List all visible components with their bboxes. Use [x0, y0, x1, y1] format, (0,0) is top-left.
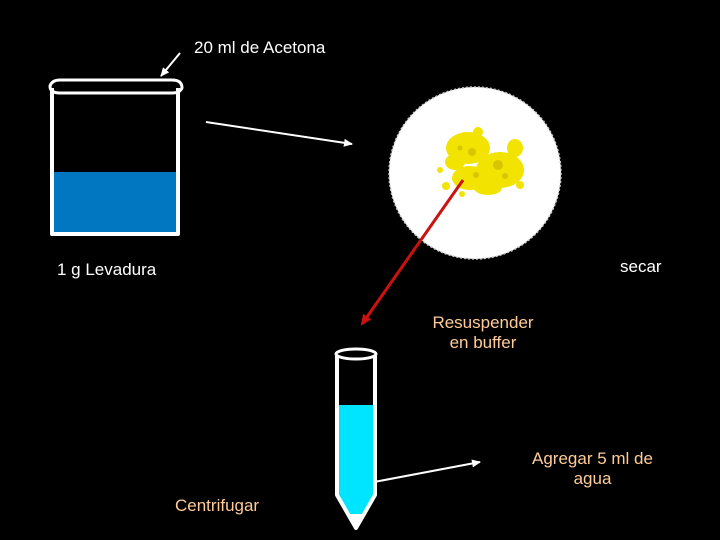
yeast-label: 1 g Levadura [57, 260, 157, 279]
acetone-label: 20 ml de Acetona [194, 38, 326, 57]
tube-rim [334, 347, 378, 361]
tube-liquid [337, 405, 375, 528]
beaker-outline [50, 88, 180, 236]
tube-tip [346, 514, 366, 530]
to-tube-arrow [360, 179, 465, 326]
test-tube [334, 347, 378, 530]
beaker-rim [48, 78, 184, 95]
acetone-arrow [160, 52, 181, 77]
centrifuge-label: Centrifugar [175, 496, 260, 515]
beaker [48, 78, 184, 236]
filter-label-line2: secar [620, 257, 662, 276]
beaker-liquid [52, 172, 178, 234]
add-water-label: Agregar 5 ml de agua [510, 449, 675, 489]
resuspend-label-line2: en buffer [449, 333, 517, 352]
resuspend-label: Resuspender en buffer [418, 313, 548, 353]
add-water-label-line2: agua [573, 469, 612, 488]
resuspend-label-line1: Resuspender [432, 313, 534, 332]
yeast-residue [437, 127, 524, 197]
filter-paper [388, 86, 562, 260]
add-water-arrow [373, 459, 481, 483]
to-filter-arrow [205, 121, 353, 147]
filter-label-line1: Filtrar y [606, 220, 663, 239]
add-water-label-line1: Agregar 5 ml de [532, 449, 653, 468]
